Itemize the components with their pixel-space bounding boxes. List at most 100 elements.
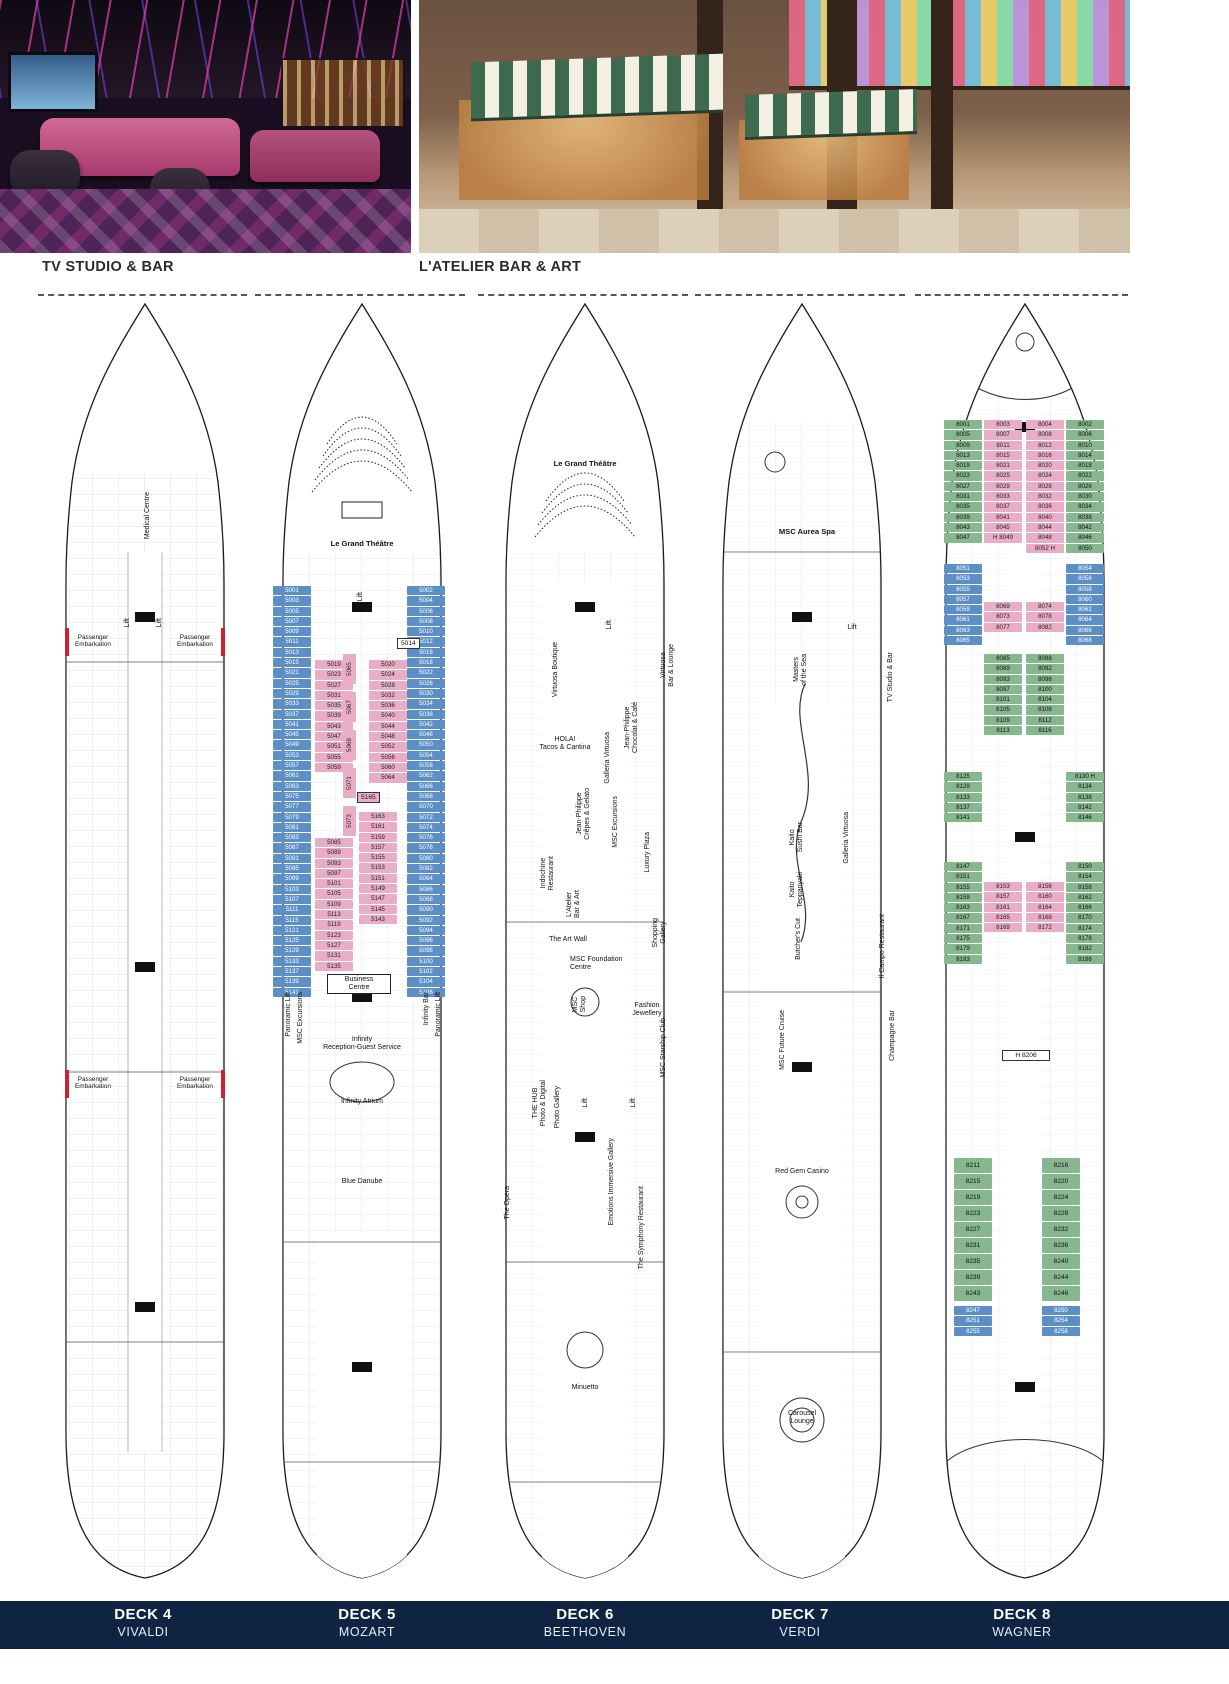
- cabin-number: 5067: [343, 692, 356, 722]
- cabin-number: 8007: [984, 430, 1022, 440]
- cabin-number: 5159: [359, 832, 397, 842]
- cabin-number: 8063: [944, 625, 982, 636]
- cabin-number: 5039: [315, 711, 353, 721]
- cabin-number: 5076: [407, 833, 445, 843]
- virtuosa-bar-lounge-label: Virtuosa Bar & Lounge: [660, 644, 676, 687]
- cabin-number: 8175: [944, 934, 982, 944]
- cabin-number: 8154: [1066, 872, 1104, 882]
- cabin-number: 8137: [944, 802, 982, 813]
- cabin-number: 8014: [1066, 450, 1104, 461]
- cabin-number: 5085: [315, 838, 353, 848]
- cabin-number: 8227: [954, 1222, 992, 1237]
- cabin-number: 5029: [273, 688, 311, 699]
- cabin-number: 5019: [315, 660, 353, 670]
- cabin-number: 5008: [407, 616, 445, 627]
- cabin-number: 5034: [407, 699, 445, 709]
- cabin-number: 8005: [944, 430, 982, 440]
- cabin-number: 5087: [273, 843, 311, 853]
- cabin-number: 5012: [407, 637, 445, 647]
- cabin-number: 5102: [407, 966, 445, 977]
- cabin-number: 5045: [273, 730, 311, 740]
- masters-of-the-sea-label: Masters of the Sea: [793, 654, 809, 686]
- promenade-floor: [419, 209, 1130, 253]
- striped-awning: [471, 53, 723, 122]
- cabin-number: 5001: [273, 586, 311, 596]
- embarkation-marker: [65, 1070, 69, 1098]
- cabin-number: 5041: [273, 719, 311, 730]
- cabin-number: 5058: [407, 761, 445, 771]
- cabin-number: 8097: [984, 684, 1022, 695]
- cabin-number: 5089: [315, 848, 353, 858]
- carousel-lounge-label: Carousel Lounge: [787, 1410, 816, 1426]
- cabin-number: 5137: [273, 966, 311, 977]
- back-bar-shelves: [281, 58, 405, 128]
- lift-label: Lift: [582, 1098, 589, 1108]
- tv-studio-bar-label: TV Studio & Bar: [887, 652, 894, 703]
- deck4-hull: [65, 302, 225, 1579]
- cabin-number: 5030: [407, 688, 445, 699]
- cabin-number: 8057: [944, 594, 982, 605]
- cabin-number: 8156: [1026, 882, 1064, 892]
- infinity-bar-label: Infinity Bar: [423, 992, 430, 1026]
- cabin-number: 5099: [273, 874, 311, 884]
- cabin-number: 8051: [944, 564, 982, 574]
- deck8-number: DECK 8: [993, 1606, 1051, 1623]
- hub-photo-digital-label: THE HUB Photo & Digital: [532, 1080, 548, 1127]
- cabin-number: 5044: [369, 721, 407, 732]
- cabin-number: 8058: [1066, 584, 1104, 594]
- lift-label: Lift: [847, 624, 857, 631]
- cabin-number: 5062: [407, 771, 445, 781]
- cabin-number: 5010: [407, 627, 445, 637]
- cabin-number: 8052 H: [1026, 543, 1064, 553]
- cabin-number: 5107: [273, 894, 311, 905]
- cabin-number: 8036: [1026, 502, 1064, 512]
- cabin-number: 5141: [273, 987, 311, 997]
- blue-danube-label: Blue Danube: [341, 1178, 383, 1185]
- shopping-gallery-label: Shopping Gallery: [652, 918, 668, 948]
- cabin-number: 5051: [315, 742, 353, 752]
- cabin-number: 5032: [369, 690, 407, 701]
- cabin-number: 8048: [1026, 533, 1064, 543]
- cabin-number: 8019: [944, 461, 982, 471]
- deck6-name: BEETHOVEN: [543, 1625, 627, 1639]
- cabin-number: 5101: [315, 879, 353, 889]
- cabin-number: 8026: [1066, 481, 1104, 492]
- cabin-number: 5129: [273, 946, 311, 956]
- cabin-number: 8001: [944, 420, 982, 430]
- cabin-number: 5047: [315, 732, 353, 742]
- cabin-number: 8085: [984, 654, 1022, 664]
- tv-screen: [8, 52, 98, 112]
- cabin-number: 5037: [273, 709, 311, 719]
- dashed-divider: [38, 294, 247, 296]
- cabin-number: 8056: [1066, 574, 1104, 584]
- cabin-number: 8039: [944, 512, 982, 522]
- cabin-number: 5084: [407, 874, 445, 884]
- cabin-number: 5082: [407, 864, 445, 874]
- deck5-name: MOZART: [338, 1625, 396, 1639]
- cabin-number: 5098: [407, 946, 445, 956]
- passenger-embarkation-label: Passenger Embarkation: [177, 1076, 213, 1091]
- minuetto-label: Minuetto: [571, 1384, 599, 1391]
- cabin-number: 8228: [1042, 1206, 1080, 1221]
- cabin-number: 8092: [1026, 664, 1064, 674]
- cabin-number: 5151: [359, 873, 397, 884]
- cabin-number: 8150: [1066, 862, 1104, 872]
- cabin-number: 8216: [1042, 1158, 1080, 1173]
- cabin-number: 8054: [1066, 564, 1104, 574]
- cabin-number: 8006: [1066, 430, 1104, 440]
- photo-gallery-label: Photo Gallery: [554, 1086, 561, 1129]
- cabin-number: 8093: [984, 674, 1022, 684]
- grand-theatre-label: Le Grand Théâtre: [553, 459, 617, 468]
- cabin-number: 5016: [407, 647, 445, 658]
- cabin-number: H 8049: [984, 533, 1022, 543]
- cabin-number: 5145: [359, 904, 397, 914]
- cabin-number: 5003: [273, 596, 311, 606]
- cabin-number: 5095: [273, 864, 311, 874]
- deck7-hull: [722, 302, 882, 1579]
